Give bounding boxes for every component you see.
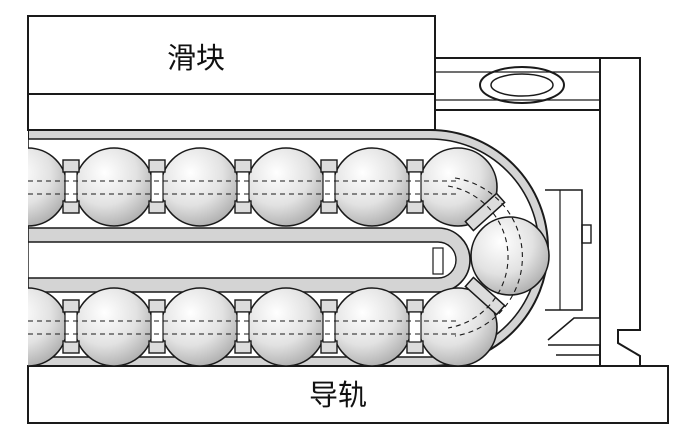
upper-row-spacer — [406, 159, 424, 173]
upper-row-spacer-link — [150, 171, 164, 203]
upper-row-spacer — [406, 200, 424, 214]
rail-body — [27, 365, 669, 424]
lower-row-ball — [332, 287, 412, 367]
slider-block: 滑块 — [27, 15, 436, 131]
slider-label: 滑块 — [167, 41, 225, 75]
upper-row-spacer — [148, 200, 166, 214]
upper-row-spacer — [148, 159, 166, 173]
guide-rail: 导轨 — [27, 365, 669, 424]
slider-block-body — [27, 93, 436, 131]
lower-row-spacer — [62, 340, 80, 354]
lower-row-spacer-link — [150, 311, 164, 343]
upper-row-ball — [246, 147, 326, 227]
return-ball — [470, 216, 550, 296]
lower-row-ball — [28, 287, 68, 367]
upper-row-ball — [160, 147, 240, 227]
lower-row-ball — [74, 287, 154, 367]
slider-block-top — [27, 15, 436, 95]
upper-row-spacer-link — [236, 171, 250, 203]
lower-row-spacer-link — [64, 311, 78, 343]
lower-row-spacer — [406, 299, 424, 313]
return-divider-inner — [28, 241, 457, 279]
return-path-dashed — [454, 177, 523, 337]
upper-row-spacer — [320, 200, 338, 214]
upper-row-spacer — [234, 159, 252, 173]
upper-row-spacer-link — [64, 171, 78, 203]
upper-row-ball — [332, 147, 412, 227]
lube-port-inner — [490, 73, 554, 97]
retainer-upper — [464, 192, 506, 232]
upper-row-spacer — [62, 200, 80, 214]
upper-row-ball — [28, 147, 68, 227]
lower-row-spacer — [62, 299, 80, 313]
lower-ball-row — [28, 287, 498, 367]
lower-row-spacer — [320, 299, 338, 313]
lower-row-ball — [160, 287, 240, 367]
lower-row-ball — [246, 287, 326, 367]
upper-row-spacer — [62, 159, 80, 173]
lower-row-spacer — [234, 299, 252, 313]
ball-centerlines — [28, 180, 460, 335]
rail-label: 导轨 — [309, 378, 367, 412]
lower-row-spacer — [406, 340, 424, 354]
lower-row-spacer — [148, 340, 166, 354]
lube-port-outer — [479, 66, 565, 104]
lower-row-spacer — [234, 340, 252, 354]
retainer-lower — [464, 276, 506, 316]
upper-row-ball — [74, 147, 154, 227]
upper-row-spacer-link — [322, 171, 336, 203]
return-section — [447, 177, 550, 337]
lower-row-spacer-link — [236, 311, 250, 343]
upper-row-spacer-link — [408, 171, 422, 203]
lower-row-spacer-link — [322, 311, 336, 343]
lower-row-spacer — [320, 340, 338, 354]
lower-row-spacer-link — [408, 311, 422, 343]
upper-row-spacer — [320, 159, 338, 173]
end-cap — [434, 57, 641, 367]
upper-row-spacer — [234, 200, 252, 214]
lower-row-spacer — [148, 299, 166, 313]
